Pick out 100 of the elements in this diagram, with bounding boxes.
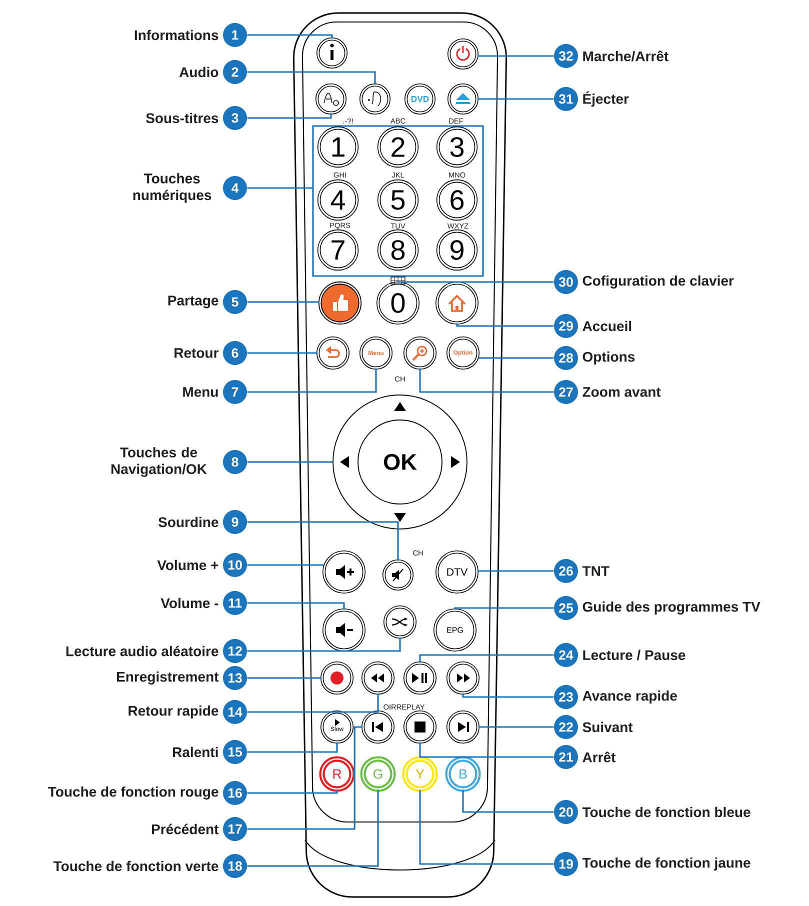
number-button: 2 <box>377 126 419 168</box>
leader-line <box>477 55 554 57</box>
keypad-frame <box>312 125 484 277</box>
leader-line <box>247 677 322 679</box>
remote-button <box>361 661 395 695</box>
callout-number: 6 <box>223 341 247 365</box>
number-button: 6 <box>436 179 478 221</box>
callout-number: 32 <box>554 44 578 68</box>
callout-label: Menu <box>183 387 218 397</box>
number-button: 4 <box>317 179 359 221</box>
remote-button <box>320 661 354 695</box>
leader-line <box>247 564 324 566</box>
remote-button <box>447 83 479 115</box>
remote-button <box>322 608 366 652</box>
callout-number: 12 <box>223 639 247 663</box>
callout-number: 10 <box>223 553 247 577</box>
remote-button: G <box>360 756 396 792</box>
remote-button <box>382 559 414 591</box>
leader-line <box>247 71 376 85</box>
leader-line <box>247 726 363 830</box>
number-button: 3 <box>436 126 478 168</box>
callout-label: Guide des programmes TV <box>582 601 760 615</box>
callout-label: Arrêt <box>582 752 616 762</box>
callout-label: Cofiguration de clavier <box>582 275 734 289</box>
callout-number: 24 <box>554 643 578 667</box>
callout-label: Sous-titres <box>146 112 218 124</box>
callout-number: 28 <box>554 346 578 370</box>
callout-label: Touche de fonction verte <box>53 860 218 872</box>
leader-line <box>419 790 554 865</box>
callout-label: Touche de fonction bleue <box>582 806 750 818</box>
callout-label: Lecture / Pause <box>583 650 686 660</box>
remote-button: EPG <box>433 608 477 652</box>
leader-line <box>247 352 318 354</box>
remote-button: Y <box>402 756 438 792</box>
callout-label: Ralenti <box>173 746 218 758</box>
leader-line <box>478 357 554 359</box>
number-button: 1 <box>317 126 359 168</box>
leader-line <box>247 461 333 463</box>
callout-label: Enregistrement <box>116 671 219 685</box>
leader-line <box>247 637 401 652</box>
navigation-ring <box>332 394 468 530</box>
remote-button: B <box>445 756 481 792</box>
callout-number: 9 <box>223 510 247 534</box>
number-button: 8 <box>377 229 419 271</box>
callout-number: 18 <box>223 854 247 878</box>
leader-line <box>419 654 554 663</box>
remote-button: DTV <box>435 550 479 594</box>
callout-number: 5 <box>223 290 247 314</box>
leader-line <box>247 34 333 39</box>
callout-number: 30 <box>554 270 578 294</box>
callout-label: Retour rapide <box>128 705 218 719</box>
remote-button <box>403 661 437 695</box>
callout-label: Retour <box>174 348 218 358</box>
remote-button <box>316 37 348 69</box>
number-button: 5 <box>377 179 419 221</box>
callout-number: 17 <box>223 817 247 841</box>
callout-number: 21 <box>554 745 578 769</box>
remote-button <box>403 336 437 370</box>
leader-line <box>247 790 338 794</box>
callout-number: 7 <box>223 380 247 404</box>
leader-line <box>477 98 554 100</box>
leader-line <box>419 742 554 758</box>
callout-number: 29 <box>554 314 578 338</box>
callout-label: Touches de Navigation/OK <box>111 447 207 477</box>
callout-label: Volume - <box>160 598 218 608</box>
callout-label: Marche/Arrêt <box>583 50 668 62</box>
callout-label: Options <box>582 351 635 365</box>
callout-number: 31 <box>554 87 578 111</box>
remote-button <box>446 661 480 695</box>
remote-button <box>318 281 362 325</box>
callout-label: Touche de fonction rouge <box>48 786 218 800</box>
callout-label: TNT <box>582 566 610 576</box>
leader-line <box>456 323 554 327</box>
callout-number: 14 <box>223 700 247 724</box>
callout-number: 26 <box>554 559 578 583</box>
callout-label: Zoom avant <box>582 387 661 397</box>
leader-line <box>247 742 338 753</box>
leader-line <box>454 607 554 610</box>
callout-number: 4 <box>223 176 247 200</box>
callout-number: 23 <box>554 685 578 709</box>
number-button: 7 <box>317 229 359 271</box>
leader-line <box>247 521 399 561</box>
callout-label: Informations <box>134 30 218 40</box>
callout-label: Lecture audio aléatoire <box>66 646 218 656</box>
leader-line <box>419 368 554 393</box>
callout-number: 19 <box>554 852 578 876</box>
remote-button <box>446 710 480 744</box>
callout-label: Touches numériques <box>133 173 212 203</box>
callout-label: Suivant <box>582 722 633 732</box>
callout-label: Touche de fonction jaune <box>582 857 750 871</box>
remote-button <box>435 281 479 325</box>
remote-button <box>322 550 366 594</box>
leader-line <box>397 281 554 284</box>
callout-label: Éjecter <box>583 91 629 107</box>
leader-line <box>247 693 379 713</box>
ok-button: OK <box>358 420 442 504</box>
callout-label: Accueil <box>582 320 632 332</box>
remote-button <box>383 605 417 639</box>
leader-line <box>462 693 554 698</box>
callout-label: Volume + <box>157 560 218 570</box>
